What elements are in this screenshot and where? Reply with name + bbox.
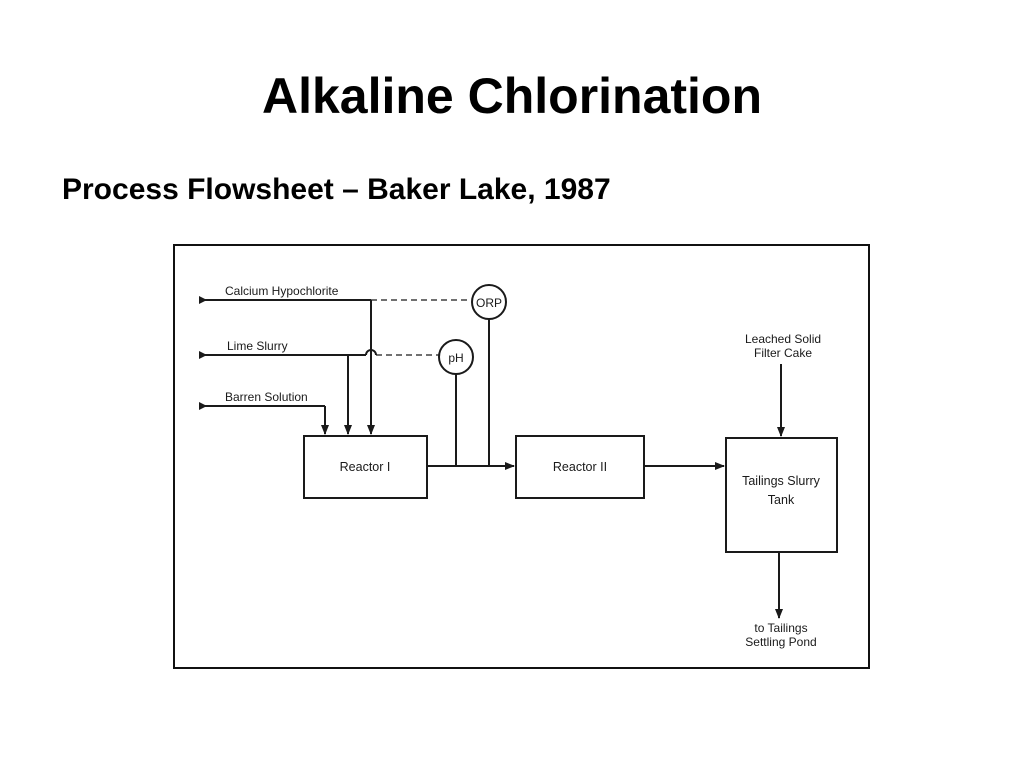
ph-instrument: pH [438,339,474,466]
tank-label-line2: Tank [768,493,795,507]
slide-title: Alkaline Chlorination [261,68,763,124]
reactor-2-label: Reactor II [553,460,607,474]
pond-label-line2: Settling Pond [745,635,816,649]
tank-label-line1: Tailings Slurry [742,474,821,488]
calcium-hypochlorite-line [199,296,471,435]
barren-solution-label: Barren Solution [225,390,308,404]
orp-label: ORP [476,296,502,310]
orp-instrument: ORP [471,284,507,466]
reactor-1-label: Reactor I [340,460,391,474]
flowsheet-svg: Calcium Hypochlorite Lime Slurry Barren … [199,284,838,649]
pond-label-line1: to Tailings [754,621,807,635]
ph-label: pH [448,351,463,365]
reactor-1: Reactor I [303,435,428,499]
lime-slurry-line [199,349,439,435]
slide-subtitle: Process Flowsheet – Baker Lake, 1987 [62,173,611,206]
tailings-slurry-tank: Tailings Slurry Tank [725,437,838,553]
filter-cake-label-line2: Filter Cake [754,346,812,360]
calcium-hypochlorite-label: Calcium Hypochlorite [225,284,339,298]
filter-cake-label-line1: Leached Solid [745,332,821,346]
process-flowsheet-diagram: Calcium Hypochlorite Lime Slurry Barren … [173,244,870,669]
lime-slurry-label: Lime Slurry [227,339,288,353]
reactor-2: Reactor II [515,435,645,499]
barren-solution-line [199,402,329,435]
